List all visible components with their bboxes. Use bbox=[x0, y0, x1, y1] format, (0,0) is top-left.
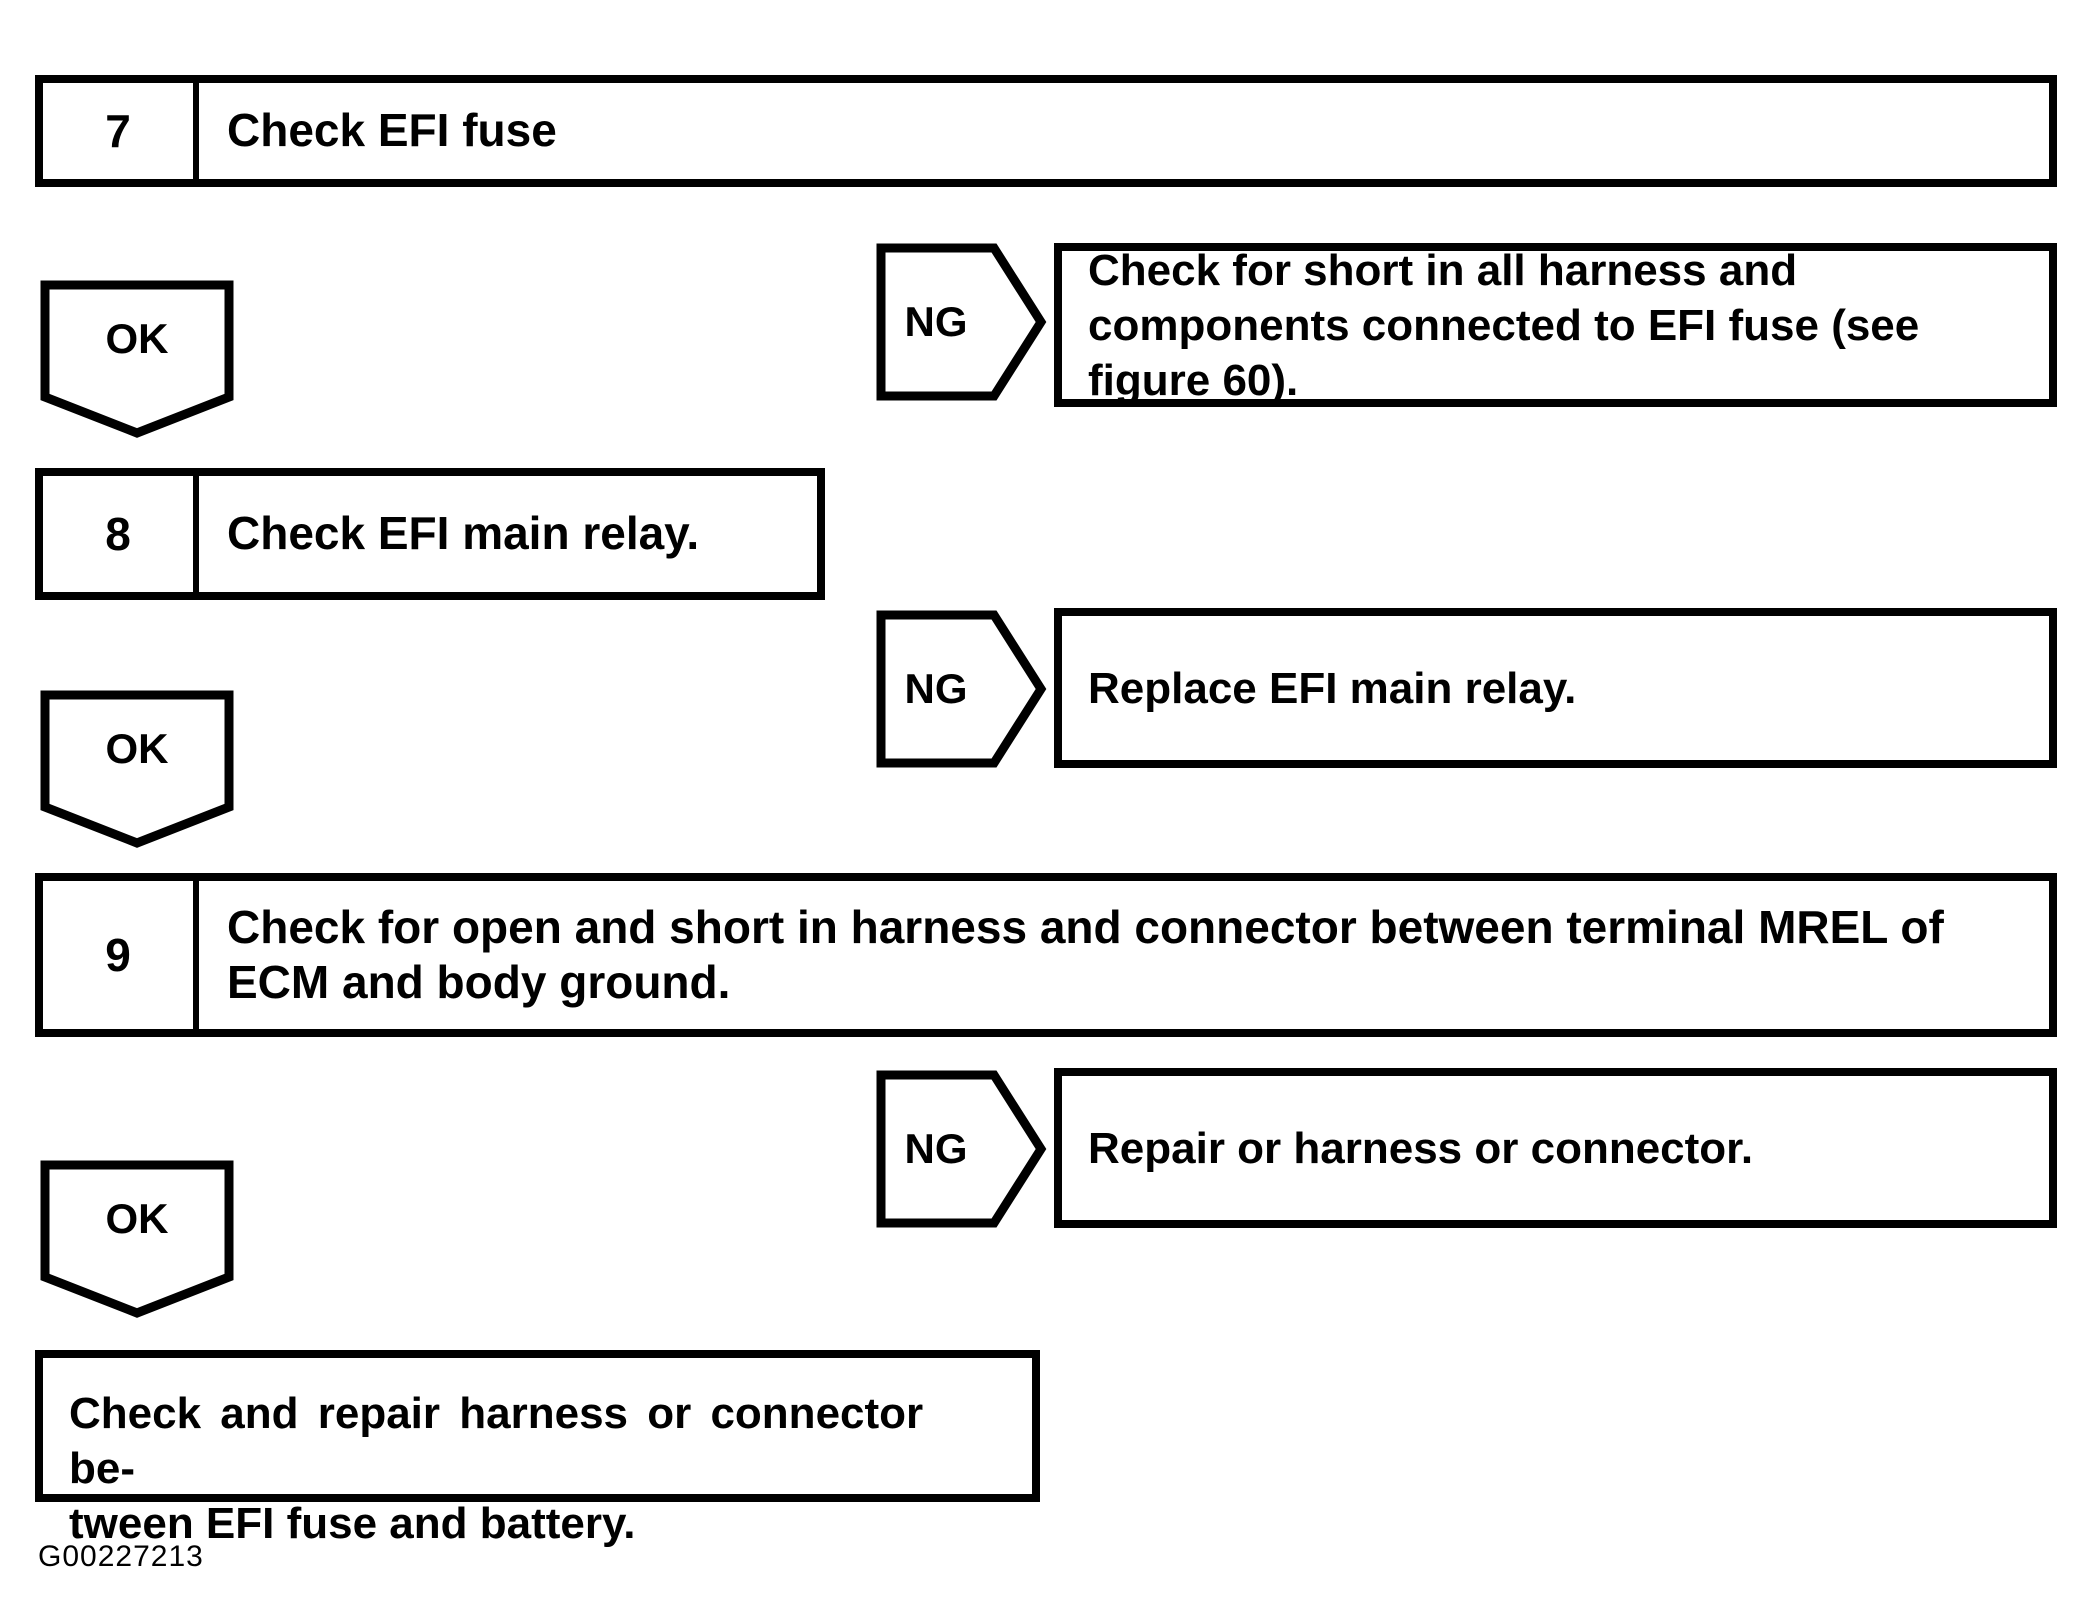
step-8-box: 8 Check EFI main relay. bbox=[35, 468, 825, 600]
ng-arrow-3-label: NG bbox=[904, 1125, 968, 1172]
step-7-box: 7 Check EFI fuse bbox=[35, 75, 2057, 187]
step-9-label: Check for open and short in harness and … bbox=[227, 900, 1944, 1008]
ng-outcome-2-text: Replace EFI main relay. bbox=[1088, 663, 1577, 713]
final-outcome-line1: Check and repair harness or connector be… bbox=[69, 1389, 924, 1493]
step-9-box: 9 Check for open and short in harness an… bbox=[35, 873, 2057, 1037]
ng-outcome-3-box: Repair or harness or connector. bbox=[1054, 1068, 2057, 1228]
ng-outcome-3-text: Repair or harness or connector. bbox=[1088, 1123, 1754, 1173]
ng-arrow-1-label: NG bbox=[904, 298, 968, 345]
ng-arrow-2: NG bbox=[876, 610, 1047, 768]
step-8-number: 8 bbox=[43, 476, 199, 592]
step-9-number: 9 bbox=[43, 881, 199, 1029]
ok-arrow-2-label: OK bbox=[105, 725, 169, 772]
ok-arrow-shape bbox=[40, 1160, 234, 1318]
ok-arrow-3-label: OK bbox=[105, 1195, 169, 1242]
ok-arrow-1: OK bbox=[40, 280, 234, 438]
ng-outcome-2-box: Replace EFI main relay. bbox=[1054, 608, 2057, 768]
ok-arrow-shape bbox=[40, 280, 234, 438]
ng-arrow-shape bbox=[876, 610, 1047, 768]
ok-arrow-1-label: OK bbox=[105, 315, 169, 362]
step-8-label: Check EFI main relay. bbox=[227, 507, 700, 560]
ng-arrow-1: NG bbox=[876, 243, 1047, 401]
ok-arrow-2: OK bbox=[40, 690, 234, 848]
final-outcome-line2: tween EFI fuse and battery. bbox=[69, 1499, 636, 1548]
ok-arrow-shape bbox=[40, 690, 234, 848]
ng-arrow-3: NG bbox=[876, 1070, 1047, 1228]
step-7-label: Check EFI fuse bbox=[227, 104, 557, 157]
ng-arrow-shape bbox=[876, 243, 1047, 401]
final-outcome-box: Check and repair harness or connector be… bbox=[35, 1350, 1040, 1548]
ng-outcome-1-text: Check for short in all harness and compo… bbox=[1088, 245, 1920, 405]
figure-id: G00227213 bbox=[38, 1540, 204, 1573]
ng-arrow-shape bbox=[876, 1070, 1047, 1228]
ok-arrow-3: OK bbox=[40, 1160, 234, 1318]
ng-arrow-2-label: NG bbox=[904, 665, 968, 712]
step-7-number: 7 bbox=[43, 83, 199, 179]
ng-outcome-1-box: Check for short in all harness and compo… bbox=[1054, 243, 2057, 407]
